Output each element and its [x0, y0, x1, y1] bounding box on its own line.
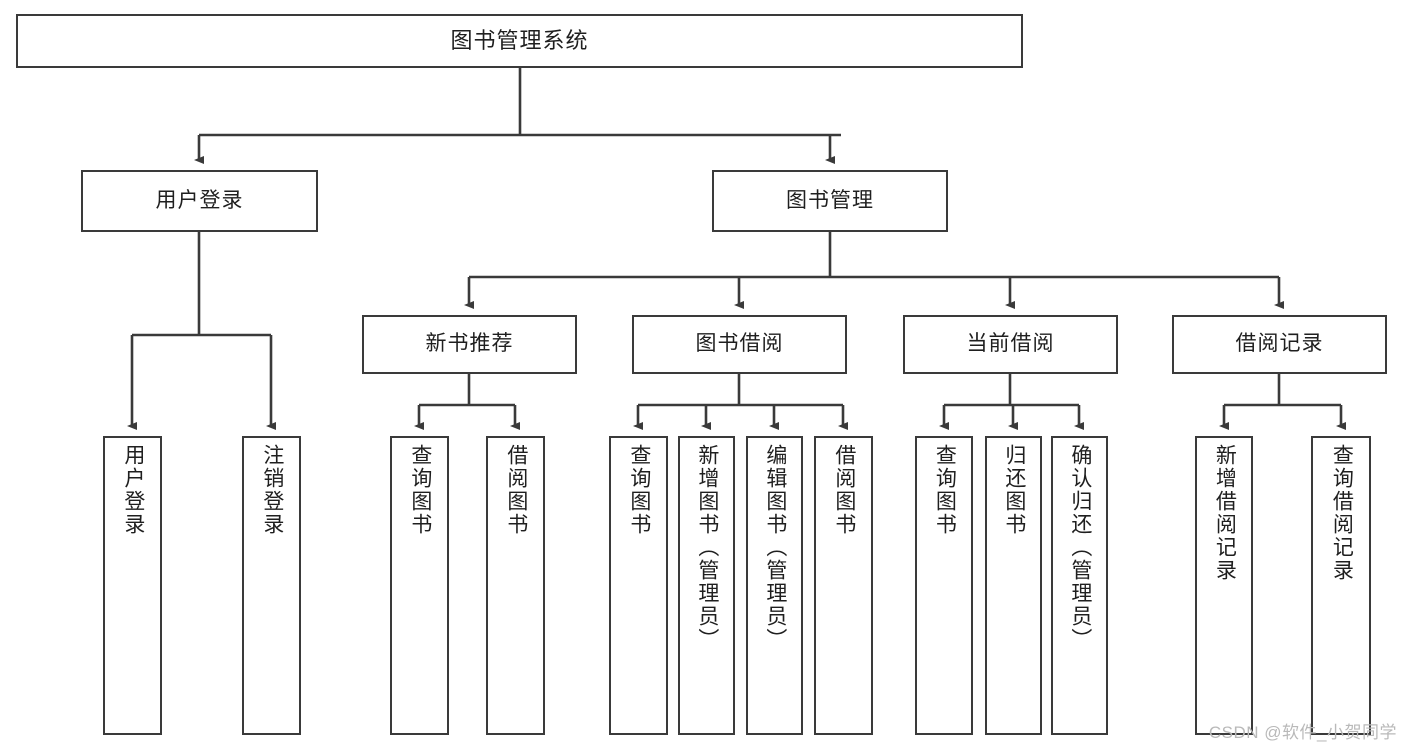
node-label: 当前借阅 [966, 332, 1055, 356]
node-book-management[interactable]: 图书管理 [712, 170, 948, 232]
node-label: 图书借阅 [695, 332, 784, 356]
node-label: 查询图书 [408, 444, 432, 536]
node-label: 用户登录 [155, 188, 244, 212]
node-label: 新书推荐 [425, 332, 514, 356]
leaf-logout[interactable]: 注销登录 [242, 436, 301, 735]
node-label: 借阅图书 [504, 444, 528, 536]
node-label: 确认归还（管理员） [1068, 444, 1092, 651]
leaf-query-books-current[interactable]: 查询图书 [915, 436, 973, 735]
leaf-borrow-books[interactable]: 借阅图书 [814, 436, 873, 735]
leaf-add-borrow-record[interactable]: 新增借阅记录 [1195, 436, 1253, 735]
node-label: 注销登录 [260, 444, 284, 536]
leaf-user-login[interactable]: 用户登录 [103, 436, 162, 735]
node-label: 查询图书 [627, 444, 651, 536]
node-book-borrow[interactable]: 图书借阅 [632, 315, 847, 374]
leaf-borrow-books-recommend[interactable]: 借阅图书 [486, 436, 545, 735]
node-borrow-records[interactable]: 借阅记录 [1172, 315, 1387, 374]
node-new-book-recommend[interactable]: 新书推荐 [362, 315, 577, 374]
node-root-library-system[interactable]: 图书管理系统 [16, 14, 1023, 68]
node-label: 查询借阅记录 [1330, 444, 1354, 582]
node-label: 借阅图书 [832, 444, 856, 536]
node-label: 查询图书 [933, 444, 957, 536]
leaf-query-books-recommend[interactable]: 查询图书 [390, 436, 449, 735]
node-label: 归还图书 [1002, 444, 1026, 536]
node-label: 借阅记录 [1235, 332, 1324, 356]
node-current-borrow[interactable]: 当前借阅 [903, 315, 1118, 374]
leaf-add-book-admin[interactable]: 新增图书（管理员） [678, 436, 735, 735]
leaf-confirm-return-admin[interactable]: 确认归还（管理员） [1051, 436, 1108, 735]
node-label: 用户登录 [121, 444, 145, 536]
node-label: 新增借阅记录 [1213, 444, 1237, 582]
leaf-query-borrow-record[interactable]: 查询借阅记录 [1311, 436, 1371, 735]
leaf-edit-book-admin[interactable]: 编辑图书（管理员） [746, 436, 803, 735]
watermark-text: CSDN @软件_小贺同学 [1208, 723, 1397, 742]
leaf-query-books-borrow[interactable]: 查询图书 [609, 436, 668, 735]
node-label: 图书管理 [786, 188, 874, 212]
leaf-return-books[interactable]: 归还图书 [985, 436, 1042, 735]
node-label: 图书管理系统 [450, 28, 589, 54]
node-label: 编辑图书（管理员） [763, 444, 787, 651]
node-user-login[interactable]: 用户登录 [81, 170, 318, 232]
node-label: 新增图书（管理员） [695, 444, 719, 651]
